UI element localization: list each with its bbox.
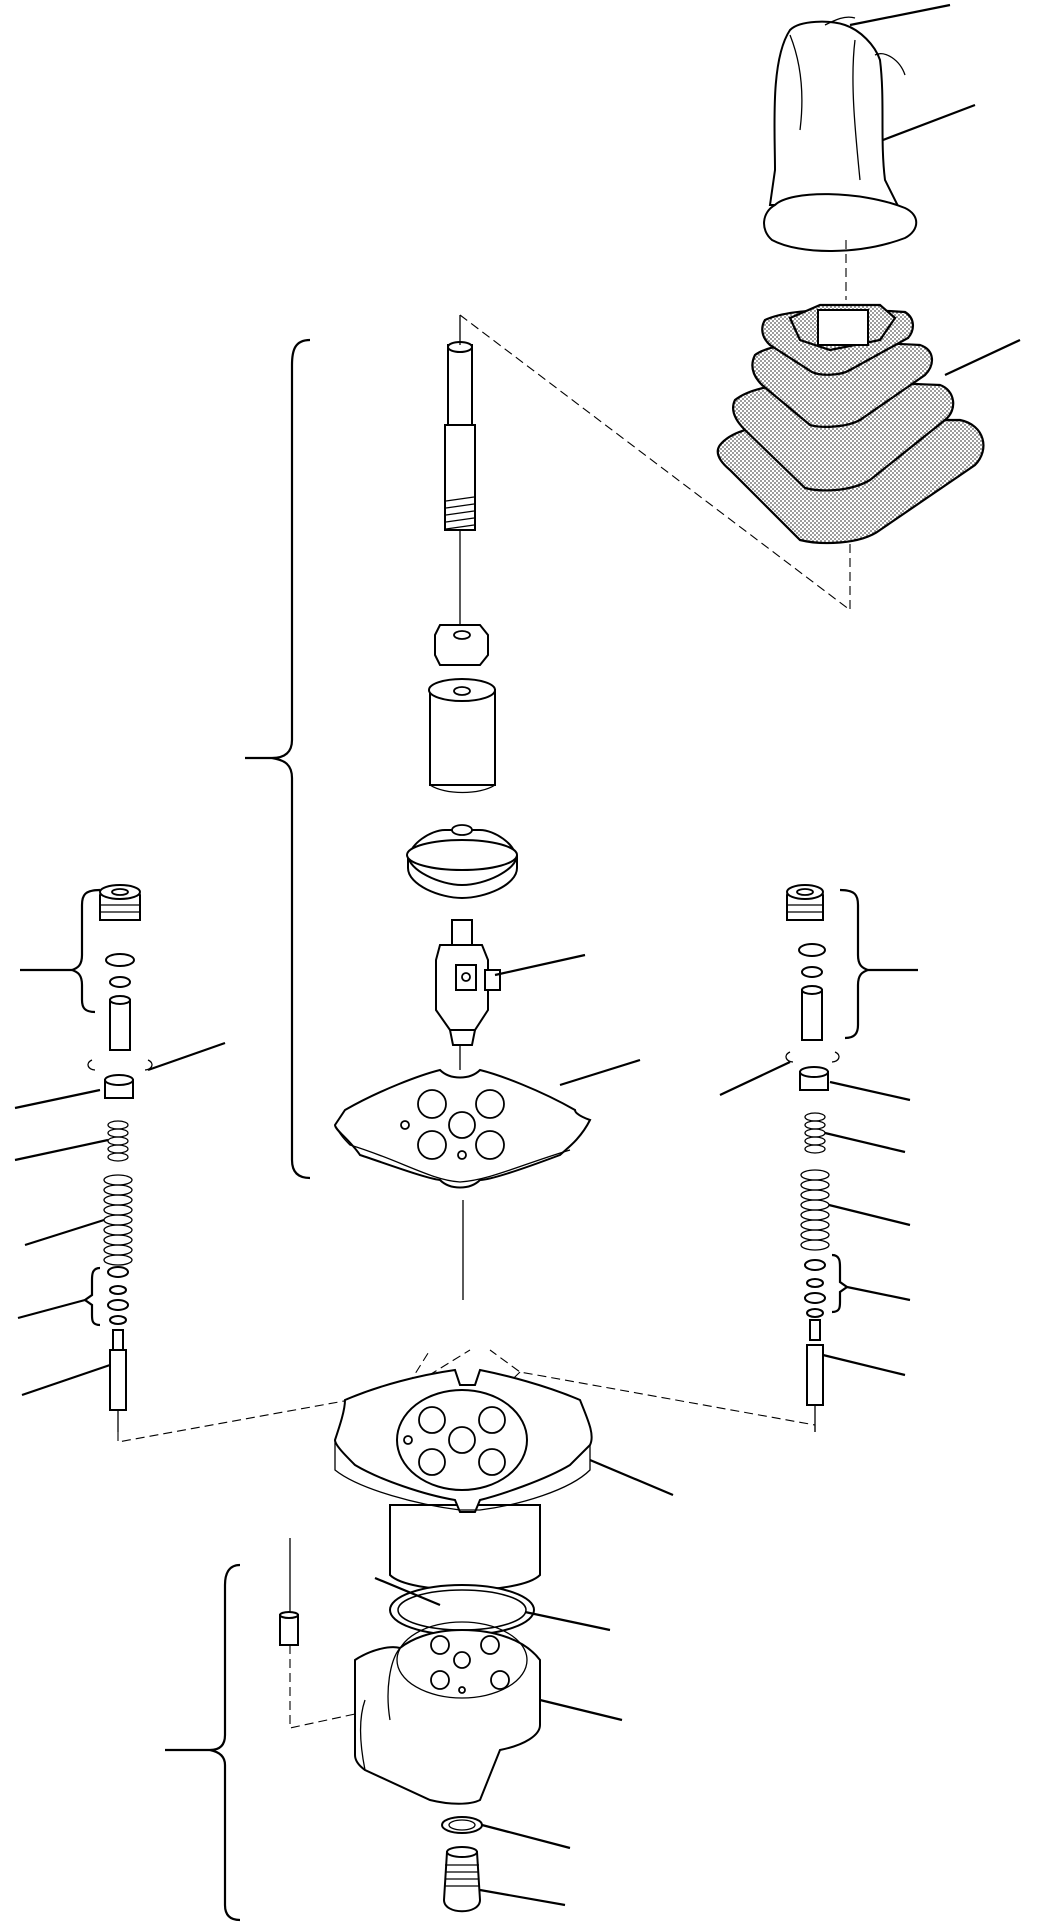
leader-line bbox=[882, 103, 976, 142]
rubber-boot bbox=[716, 303, 1021, 545]
assembly-bracket bbox=[271, 338, 311, 1180]
leader-line bbox=[559, 1058, 641, 1087]
left-dash-connector bbox=[117, 1349, 431, 1443]
upper-plate bbox=[333, 1368, 674, 1591]
spacer-sleeve bbox=[429, 689, 496, 786]
leader-line bbox=[944, 339, 1021, 376]
right-valve-spool-stack bbox=[719, 884, 918, 1432]
joystick-handle bbox=[763, 3, 976, 252]
leader-line bbox=[849, 3, 951, 27]
assembly-dash-line bbox=[459, 314, 851, 612]
leader-line bbox=[589, 1458, 674, 1497]
lever-rod bbox=[447, 344, 473, 426]
right-dash-connector bbox=[489, 1349, 816, 1432]
joint-stud bbox=[451, 919, 473, 946]
left-valve-spool-stack bbox=[14, 884, 226, 1432]
leader-line bbox=[494, 953, 586, 977]
valve-body-assembly bbox=[165, 1538, 623, 1922]
disc-cap bbox=[407, 854, 518, 900]
lock-nut bbox=[434, 624, 489, 666]
valve-body bbox=[354, 1628, 541, 1805]
control-lever-assembly bbox=[245, 315, 641, 1189]
bottom-plug bbox=[442, 1851, 482, 1913]
